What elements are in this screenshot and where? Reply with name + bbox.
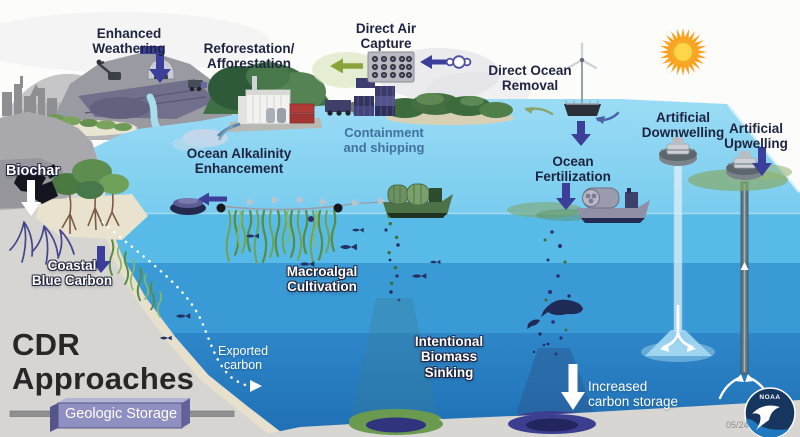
downwelling-pipe [641,161,715,362]
exported-carbon-path [101,220,262,392]
noaa-logo [744,387,796,437]
removal-flow-arrows [524,107,620,124]
upwelling-buoy [688,151,792,191]
fert-pile-core [526,418,578,432]
alkalinity-barge [170,198,206,215]
increased-storage-arrow-icon [561,364,585,410]
co2-molecule-icon [445,55,472,69]
sun-icon [659,28,707,76]
whale-silhouette [527,294,583,354]
shore-mangroves [51,159,314,234]
haze [0,12,270,72]
navy-left-arrow-icon [420,55,449,69]
fertilization-ship [507,187,650,223]
noaa-logo-text: NOAA [759,394,781,401]
excavator [96,59,121,80]
label-geologic-storage: Geologic Storage [64,406,178,422]
biomass-pile-core [366,417,426,433]
upwelling-down-arrow-icon [752,147,772,176]
alkalinity-left-arrow-icon [198,192,227,206]
version-date: 05/24 [726,420,749,430]
geologic-storage-assembly [9,398,235,432]
biochar-chunks [14,164,58,204]
town-silhouette [2,76,57,116]
haul-truck [188,80,207,92]
mangrove-island [384,93,514,125]
alkalinity-facility [172,76,322,151]
macroalgal-farm [216,196,409,265]
biochar-down-arrow-icon [21,180,41,216]
page-title: CDR Approaches [12,327,195,397]
quarry-hill [52,51,236,134]
biomass-sinking-trail [352,221,438,414]
soil-roots [9,221,75,265]
biomass-ship [383,183,453,218]
green-left-arrow-icon [330,58,363,74]
dac-unit [367,51,415,83]
removal-down-arrow-icon [571,121,591,146]
downwelling-buoy [659,137,697,166]
upwelling-pipe [718,181,771,400]
wind-turbine-buoy [564,42,601,116]
weathering-arrow-icon [140,46,171,83]
fertilization-down-arrow-icon [556,183,576,210]
coastal-down-arrow-icon [91,246,111,273]
co2-containers [354,78,395,116]
